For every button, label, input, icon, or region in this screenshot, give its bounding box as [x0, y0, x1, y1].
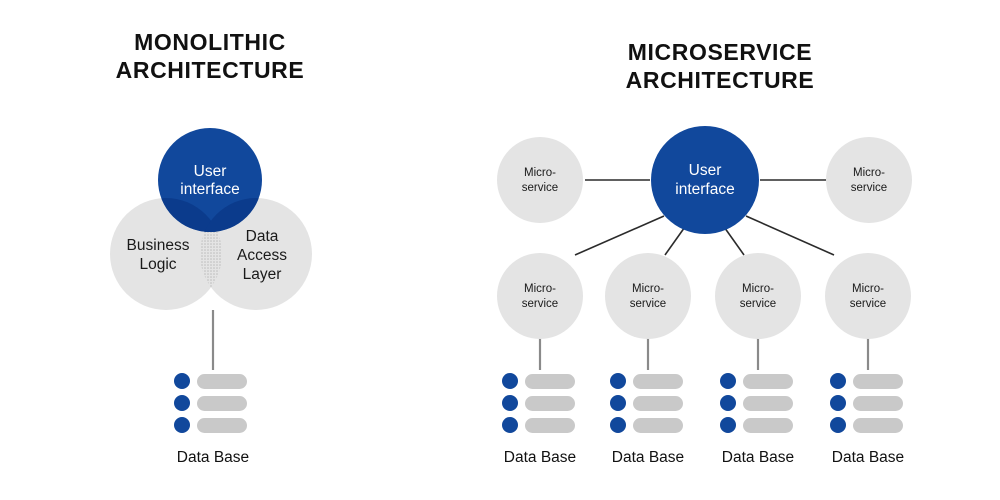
database-bar	[743, 373, 793, 389]
microservice-hub-label-line1: User	[689, 162, 722, 179]
title-line-1: MONOLITHIC	[134, 29, 286, 55]
page-title-monolithic: MONOLITHIC ARCHITECTURE	[60, 28, 360, 84]
database-row	[502, 373, 575, 389]
database-row	[720, 395, 793, 411]
database-bar	[743, 395, 793, 411]
database-dot-icon	[502, 417, 518, 433]
microservice-hub-label-line2: interface	[675, 181, 734, 198]
database-dot-icon	[610, 395, 626, 411]
database-bar	[853, 417, 903, 433]
microservice-bottom-1-label-line2: service	[522, 298, 558, 310]
data-access-label-line1: Data	[246, 228, 279, 245]
database-bar	[853, 395, 903, 411]
database-dot-icon	[720, 395, 736, 411]
title-line-2: ARCHITECTURE	[625, 67, 815, 94]
microservice-bottom-2-circle[interactable]	[605, 253, 691, 339]
microservice-top-right-label-line2: service	[851, 182, 887, 194]
database-dot-icon	[830, 373, 846, 389]
microservice-bottom-4-label-line1: Micro-	[852, 283, 884, 295]
database-dot-icon	[174, 395, 190, 411]
database-row	[830, 417, 903, 433]
database-caption-service-2: Data Base	[611, 449, 685, 466]
title-line-2: ARCHITECTURE	[115, 57, 305, 84]
database-dot-icon	[720, 373, 736, 389]
database-bar	[197, 395, 247, 411]
database-row	[502, 395, 575, 411]
database-row	[720, 373, 793, 389]
ui-gray-overlap	[158, 198, 262, 232]
microservice-bottom-4-circle[interactable]	[825, 253, 911, 339]
database-icon-service-3[interactable]	[720, 373, 793, 433]
database-icon-service-2[interactable]	[610, 373, 683, 433]
database-bar	[525, 395, 575, 411]
microservice-bottom-2-label-line1: Micro-	[632, 283, 664, 295]
database-bar	[853, 373, 903, 389]
data-access-label-line2: Access	[237, 247, 287, 264]
database-row	[174, 373, 247, 389]
microservice-top-left-label-line2: service	[522, 182, 558, 194]
microservice-bottom-1-circle[interactable]	[497, 253, 583, 339]
database-icon-service-1[interactable]	[502, 373, 575, 433]
database-caption-service-4: Data Base	[831, 449, 905, 466]
user-interface-label-line2: interface	[180, 181, 239, 198]
microservice-top-left-circle[interactable]	[497, 137, 583, 223]
database-bar	[525, 373, 575, 389]
database-dot-icon	[174, 417, 190, 433]
database-dot-icon	[502, 373, 518, 389]
database-bar	[633, 395, 683, 411]
database-caption-service-3: Data Base	[721, 449, 795, 466]
microservice-top-right-circle[interactable]	[826, 137, 912, 223]
microservice-bottom-3-label-line2: service	[740, 298, 776, 310]
database-row	[720, 417, 793, 433]
database-dot-icon	[610, 417, 626, 433]
title-line-1: MICROSERVICE	[627, 39, 813, 65]
database-dot-icon	[830, 395, 846, 411]
microservice-bottom-3-circle[interactable]	[715, 253, 801, 339]
database-row	[174, 417, 247, 433]
database-dot-icon	[502, 395, 518, 411]
database-bar	[633, 373, 683, 389]
microservice-bottom-3-label-line1: Micro-	[742, 283, 774, 295]
microservice-bottom-4-label-line2: service	[850, 298, 886, 310]
microservice-top-left-label-line1: Micro-	[524, 167, 556, 179]
microservice-bottom-1-label-line1: Micro-	[524, 283, 556, 295]
database-bar	[197, 417, 247, 433]
database-icon-monolithic[interactable]	[174, 373, 247, 433]
database-row	[610, 373, 683, 389]
database-caption-service-1: Data Base	[503, 449, 577, 466]
database-row	[174, 395, 247, 411]
database-dot-icon	[830, 417, 846, 433]
database-row	[610, 395, 683, 411]
microservice-top-right-label-line1: Micro-	[853, 167, 885, 179]
monolithic-group: User interface Business Logic Data Acces…	[110, 128, 312, 370]
user-interface-label-line1: User	[194, 163, 227, 180]
business-logic-label-line1: Business	[127, 237, 190, 254]
data-access-label-line3: Layer	[243, 266, 282, 283]
database-caption-monolithic: Data Base	[176, 449, 250, 466]
database-row	[610, 417, 683, 433]
business-logic-label-line2: Logic	[139, 256, 176, 273]
database-icon-service-4[interactable]	[830, 373, 903, 433]
database-row	[830, 373, 903, 389]
microservice-bottom-2-label-line2: service	[630, 298, 666, 310]
database-bar	[743, 417, 793, 433]
microservice-group: Micro- service Micro- service User inter…	[497, 126, 912, 370]
connector-hub-to-bottom-4	[745, 215, 835, 256]
page-title-microservice: MICROSERVICE ARCHITECTURE	[565, 38, 875, 94]
database-row	[502, 417, 575, 433]
connector-hub-to-bottom-1	[574, 215, 665, 256]
database-dot-icon	[174, 373, 190, 389]
microservice-hub-circle[interactable]	[651, 126, 759, 234]
database-bar	[525, 417, 575, 433]
database-dot-icon	[720, 417, 736, 433]
database-row	[830, 395, 903, 411]
database-dot-icon	[610, 373, 626, 389]
database-bar	[197, 373, 247, 389]
database-bar	[633, 417, 683, 433]
